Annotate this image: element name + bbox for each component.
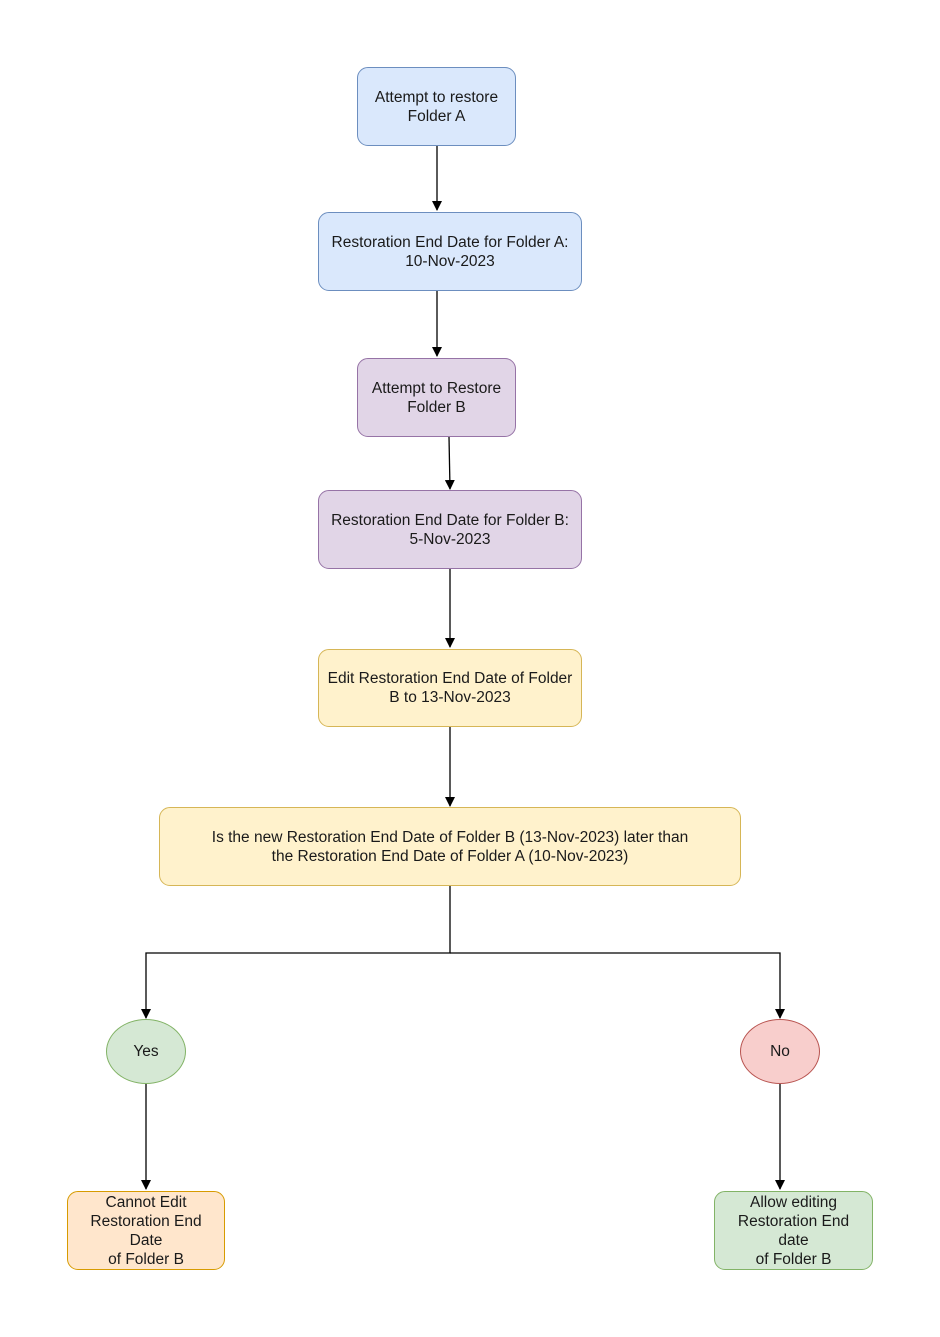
allow-edit-box: Allow editing Restoration End date of Fo… [714, 1191, 873, 1270]
yes-node: Yes [106, 1019, 186, 1084]
no-node: No [740, 1019, 820, 1084]
attempt-restore-folder-b-box: Attempt to Restore Folder B [357, 358, 516, 437]
edge-restore-b-to-end-date-b [444, 436, 455, 490]
edit-end-date-folder-b-box: Edit Restoration End Date of Folder B to… [318, 649, 582, 727]
edge-decision-to-yes [141, 886, 451, 1019]
attempt-restore-folder-a-box: Attempt to restore Folder A [357, 67, 516, 146]
edge-decision-to-no [450, 952, 785, 1019]
decision-box: Is the new Restoration End Date of Folde… [159, 807, 741, 886]
cannot-edit-box: Cannot Edit Restoration End Date of Fold… [67, 1191, 225, 1270]
end-date-folder-a-box: Restoration End Date for Folder A: 10-No… [318, 212, 582, 291]
end-date-folder-b-box: Restoration End Date for Folder B: 5-Nov… [318, 490, 582, 569]
